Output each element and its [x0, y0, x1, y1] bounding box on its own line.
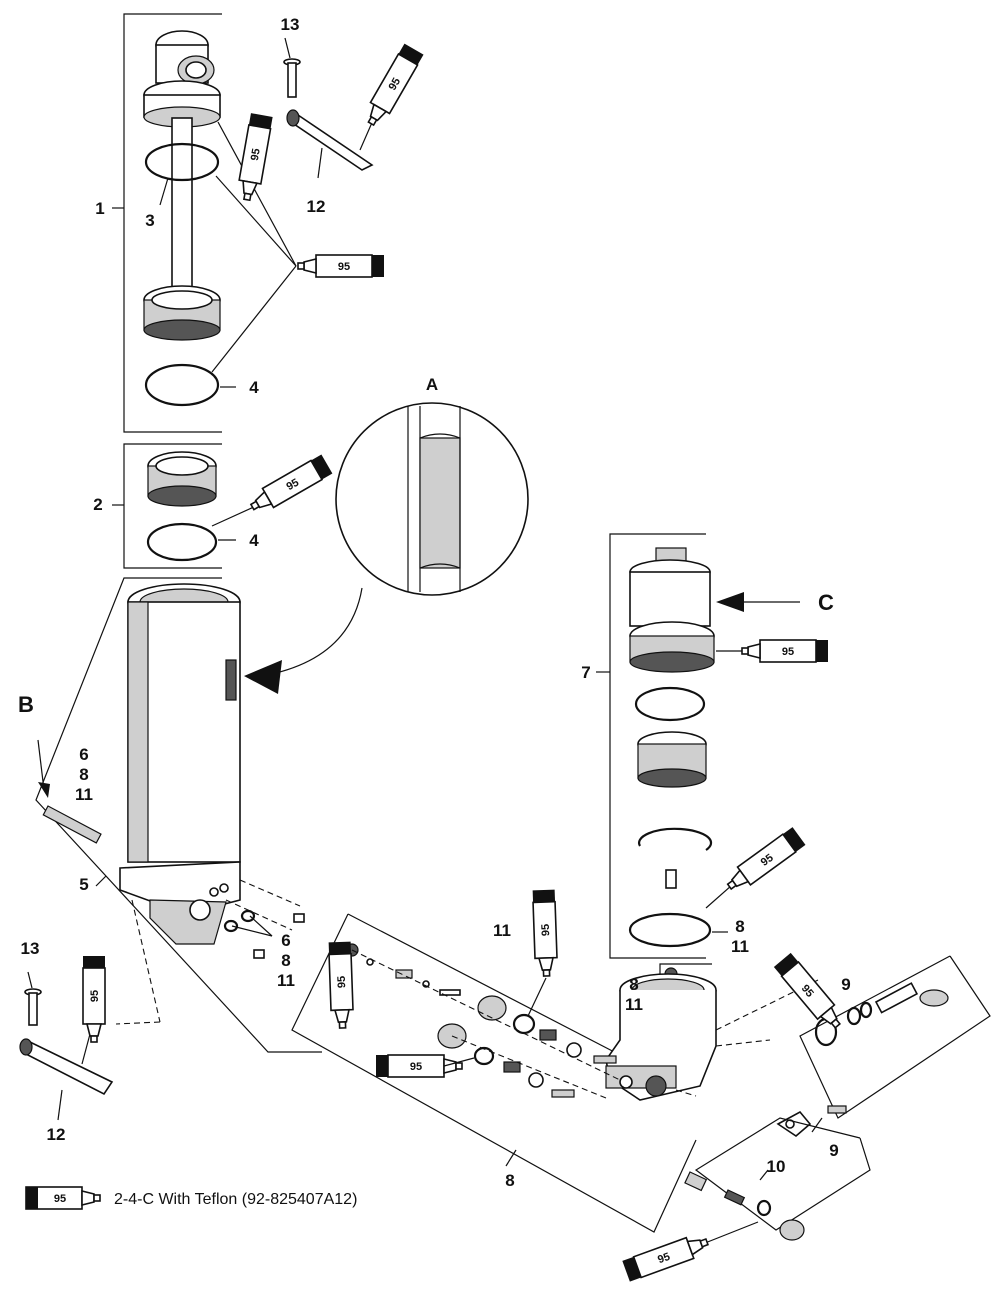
bolt-13-top [283, 37, 301, 98]
grease-tube-95-d: 95 [246, 453, 334, 518]
cylinder-cap-7 [628, 547, 715, 948]
grease-tube-95-c: 95 [360, 42, 425, 130]
detail-label-c: C [818, 590, 834, 615]
callout-4-upper: 4 [249, 378, 259, 397]
group-5-bracket [35, 577, 322, 1053]
grease-tube-95-g: 95 [722, 826, 807, 897]
valve-9 [776, 982, 949, 1138]
svg-text:95: 95 [338, 261, 350, 273]
callout-8-manifold: 8 [505, 1171, 514, 1190]
callout-13-top: 13 [281, 15, 300, 34]
svg-text:95: 95 [782, 646, 794, 658]
callout-12-bottom: 12 [47, 1125, 66, 1144]
grease-tube-95-b: 95 [297, 254, 385, 278]
detail-label-a: A [426, 375, 438, 394]
svg-text:95: 95 [410, 1061, 422, 1073]
svg-text:95: 95 [284, 477, 301, 494]
leader-lines-group-1 [159, 121, 297, 388]
svg-text:95: 95 [249, 148, 263, 162]
callout-8-body: 8 [281, 951, 290, 970]
callout-8-group7: 8 [735, 917, 744, 936]
callout-8-small: 8 [629, 975, 638, 994]
callout-9-upper: 9 [841, 975, 850, 994]
callout-11-manifold: 11 [493, 921, 511, 940]
group-2-bracket [112, 443, 222, 569]
svg-text:95: 95 [759, 852, 776, 869]
svg-text:95: 95 [54, 1193, 66, 1205]
leader-tube-h [527, 977, 547, 1017]
callout-3: 3 [145, 211, 154, 230]
callout-1: 1 [95, 199, 104, 218]
bolt-13-bottom [24, 971, 42, 1026]
callout-11-left: 11 [75, 785, 93, 804]
callout-13-bottom: 13 [21, 939, 40, 958]
callout-6-body: 6 [281, 931, 290, 950]
legend-text: 2-4-C With Teflon (92-825407A12) [114, 1191, 357, 1208]
manifold-body [605, 973, 717, 1101]
callout-10: 10 [767, 1157, 786, 1176]
arrow-c [716, 592, 800, 612]
callout-12-top: 12 [307, 197, 326, 216]
callout-5: 5 [79, 875, 88, 894]
grease-tube-95-h: 95 [531, 888, 559, 978]
callout-7: 7 [581, 663, 590, 682]
detail-a-arrow [244, 587, 363, 694]
detail-label-b: B [18, 692, 34, 717]
callout-9-lower: 9 [829, 1141, 838, 1160]
callout-2: 2 [93, 495, 102, 514]
callout-11-body: 11 [277, 971, 295, 990]
group-7-bracket [596, 533, 706, 959]
callout-11-group7: 11 [731, 937, 749, 956]
pin-12-top [286, 109, 375, 179]
small-parts-6-8-11 [223, 909, 305, 959]
cylinder-body-5 [119, 583, 241, 945]
callout-6-left: 6 [79, 745, 88, 764]
piston-rod-assembly [143, 30, 221, 407]
grease-tube-95-k: 95 [773, 952, 847, 1034]
grease-tube-95-i: 95 [327, 940, 355, 1030]
svg-text:95: 95 [387, 76, 404, 93]
grease-tube-95-l: 95 [621, 1230, 712, 1283]
grease-tube-95-e: 95 [82, 955, 106, 1043]
leader-tube-j [443, 1057, 475, 1067]
check-valve-10 [684, 1171, 805, 1246]
piston-2 [146, 451, 257, 562]
grease-tube-95-a: 95 [235, 112, 274, 203]
grease-tube-95-j: 95 [375, 1054, 463, 1078]
callout-8-left: 8 [79, 765, 88, 784]
group-1-bracket [112, 13, 222, 433]
svg-text:95: 95 [89, 990, 101, 1002]
dashed-lines-body [115, 879, 301, 1025]
detail-a-circle [335, 402, 529, 596]
legend: 95 2-4-C With Teflon (92-825407A12) [25, 1186, 357, 1210]
svg-text:95: 95 [336, 976, 348, 989]
svg-text:95: 95 [656, 1251, 672, 1266]
leader-lines-group-7 [705, 650, 746, 933]
legend-tube-icon: 95 [25, 1186, 101, 1210]
callout-4-lower: 4 [249, 531, 259, 550]
svg-text:95: 95 [540, 924, 552, 937]
callout-11-small: 11 [625, 995, 643, 1014]
group-8-bracket [291, 913, 697, 1233]
spring-screw-b [37, 739, 102, 844]
grease-tube-95-f: 95 [741, 639, 829, 663]
pin-12-bottom [19, 1033, 114, 1121]
